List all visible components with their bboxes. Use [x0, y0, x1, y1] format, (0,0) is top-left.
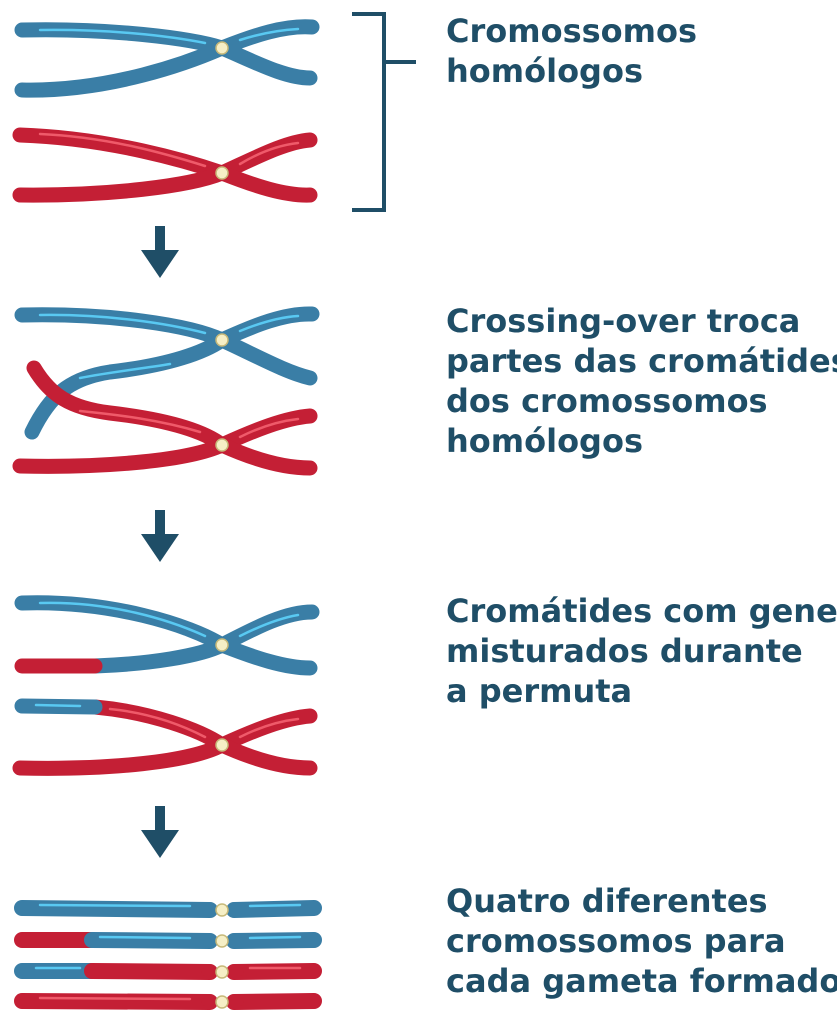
- chromosome-blue-3: [14, 595, 320, 676]
- caption-line: cromossomos para: [446, 922, 786, 960]
- step-4-four-chromosomes: [14, 900, 322, 1010]
- down-arrow-icon: [141, 510, 179, 562]
- centromere: [215, 903, 229, 917]
- chromosome-red-3: [12, 698, 318, 776]
- caption-line: dos cromossomos: [446, 382, 768, 420]
- caption-line: partes das cromátides: [446, 342, 837, 380]
- caption-line: homólogos: [446, 52, 643, 90]
- chromosome-blue-2: [14, 306, 320, 440]
- step-1-homologous-chromosomes: Cromossomos homólogos: [12, 12, 708, 212]
- caption-line: cada gameta formado: [446, 962, 837, 1000]
- caption-line: Cromossomos: [446, 12, 697, 50]
- bracket-icon: [352, 12, 416, 212]
- caption-step-4: Quatro diferentes cromossomos para cada …: [446, 882, 837, 1000]
- centromere: [215, 738, 229, 752]
- chromosome-blue-1: [14, 19, 320, 98]
- centromere: [215, 41, 229, 55]
- chromatid-2: [14, 932, 322, 949]
- centromere: [215, 995, 229, 1009]
- step-3-recombined-chromatids: Cromátides com genes misturados durante …: [12, 592, 837, 776]
- caption-line: Cromátides com genes: [446, 592, 837, 630]
- chromatid-1: [14, 900, 322, 918]
- chromatid-3: [14, 963, 322, 980]
- caption-step-2: Crossing-over troca partes das cromátide…: [446, 302, 837, 460]
- chromosome-red-1: [12, 127, 318, 203]
- centromere: [215, 166, 229, 180]
- caption-step-3: Cromátides com genes misturados durante …: [446, 592, 837, 710]
- caption-step-1: Cromossomos homólogos: [446, 12, 708, 90]
- caption-line: misturados durante: [446, 632, 803, 670]
- centromere: [215, 638, 229, 652]
- caption-line: homólogos: [446, 422, 643, 460]
- step-2-crossing-over: Crossing-over troca partes das cromátide…: [12, 302, 837, 476]
- caption-line: Crossing-over troca: [446, 302, 800, 340]
- centromere: [215, 438, 229, 452]
- caption-line: a permuta: [446, 672, 632, 710]
- chromatid-4: [14, 993, 322, 1010]
- caption-line: Quatro diferentes: [446, 882, 768, 920]
- chromosome-red-2: [12, 360, 318, 476]
- down-arrow-icon: [141, 806, 179, 858]
- centromere: [215, 934, 229, 948]
- centromere: [215, 965, 229, 979]
- down-arrow-icon: [141, 226, 179, 278]
- centromere: [215, 333, 229, 347]
